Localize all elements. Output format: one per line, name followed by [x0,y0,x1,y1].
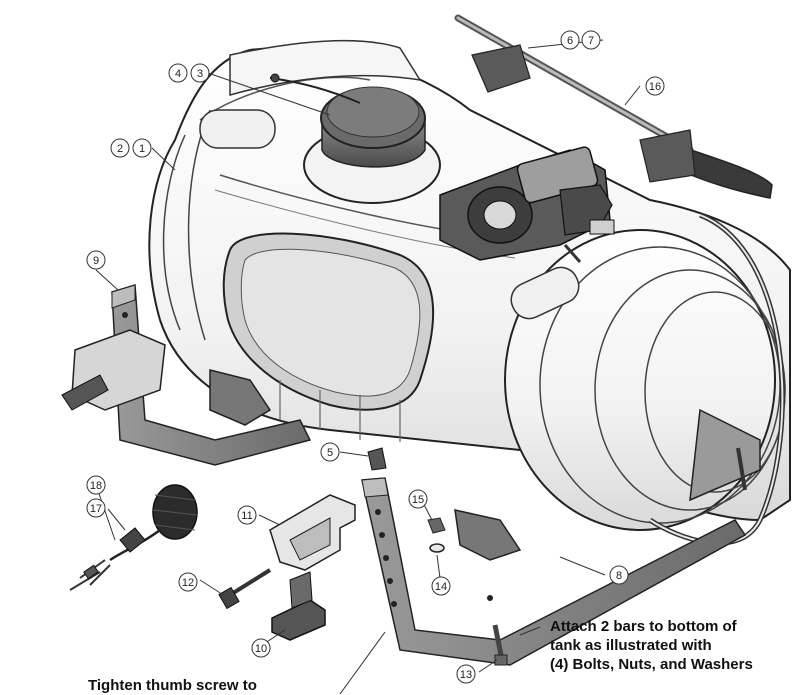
callout-13: 13 [456,664,476,684]
underside-fittings [209,369,522,561]
callout-18: 18 [86,475,106,495]
attach-instructions-line3: (4) Bolts, Nuts, and Washers [550,656,753,673]
callout-label: 14 [435,581,447,593]
callout-label: 8 [616,570,622,582]
callout-7: 7 [581,30,601,50]
bolt-13 [492,624,508,666]
callout-circle [178,572,198,592]
callout-circle [86,475,106,495]
callout-circle [86,250,106,270]
pump-assembly [439,146,615,263]
attach-instructions: Attach 2 bars to bottom of tank as illus… [550,617,753,674]
thumb-screw-instruction-text: Tighten thumb screw to [88,677,257,694]
callout-circle [609,565,629,585]
clamp-pad-10 [271,571,326,641]
callout-label: 2 [117,143,123,155]
callout-label: 7 [588,35,594,47]
callout-9: 9 [86,250,106,270]
callout-6: 6 [560,30,580,50]
callout-10: 10 [251,638,271,658]
callout-12: 12 [178,572,198,592]
callout-label: 4 [175,68,181,80]
callout-label: 10 [255,643,267,655]
callout-8: 8 [609,565,629,585]
callout-circle [581,30,601,50]
wiring-harness-17 [69,527,161,591]
rear-handle-bar [454,14,773,199]
mounting-bar-right [361,408,761,666]
callout-5: 5 [320,442,340,462]
callout-circle [645,76,665,96]
clamp-bracket-11 [269,494,356,571]
callout-2: 2 [110,138,130,158]
callout-17: 17 [86,498,106,518]
callout-label: 1 [139,143,145,155]
callout-label: 12 [182,577,194,589]
callout-circle [132,138,152,158]
washer-14 [429,543,445,553]
callout-4: 4 [168,63,188,83]
attach-instructions-line1: Attach 2 bars to bottom of [550,618,737,635]
callout-circle [168,63,188,83]
callout-label: 15 [412,494,424,506]
callout-circle [251,638,271,658]
callout-14: 14 [431,576,451,596]
callout-label: 3 [197,68,203,80]
callout-label: 5 [327,447,333,459]
callout-circle [237,505,257,525]
attach-instructions-line2: tank as illustrated with [550,637,712,654]
callout-circle [110,138,130,158]
thumb-screw-12 [218,568,272,610]
callout-label: 11 [241,510,252,522]
callout-label: 9 [93,255,99,267]
callout-circle [86,498,106,518]
callout-16: 16 [645,76,665,96]
nut-15 [427,517,446,534]
callout-circle [408,489,428,509]
callout-circle [456,664,476,684]
callout-circle [320,442,340,462]
fill-cap [269,73,441,204]
callout-1: 1 [132,138,152,158]
callout-circle [560,30,580,50]
callout-label: 13 [460,669,472,681]
callout-label: 18 [90,480,102,492]
callout-circle [431,576,451,596]
callout-circle [190,63,210,83]
callout-label: 6 [567,35,573,47]
thumb-screw-instruction: Tighten thumb screw to [88,676,257,695]
callout-3: 3 [190,63,210,83]
callout-15: 15 [408,489,428,509]
mounting-bar-left [61,284,312,466]
callout-11: 11 [237,505,257,525]
strainer-18 [152,484,198,540]
callout-label: 16 [649,81,661,93]
callout-label: 17 [90,503,102,515]
